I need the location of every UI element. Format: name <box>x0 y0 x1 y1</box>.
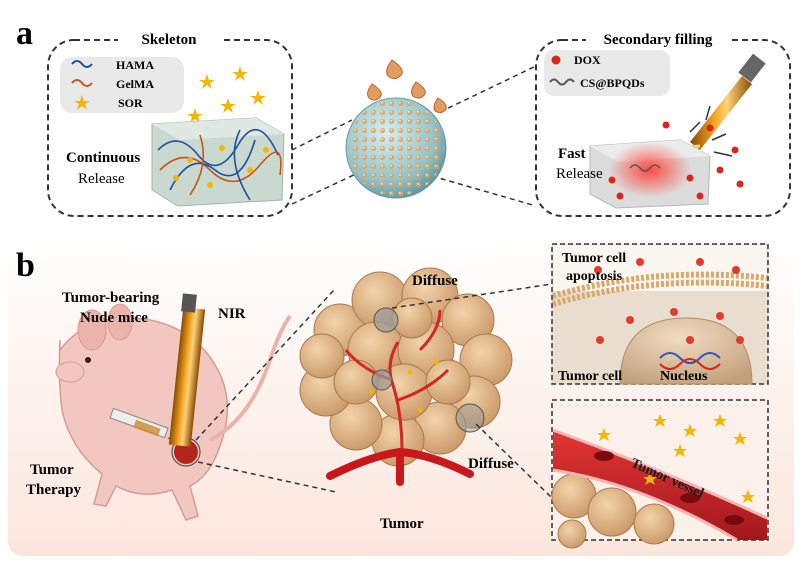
secondary-title: Secondary filling <box>604 32 713 48</box>
star-icon <box>74 95 90 110</box>
secondary-legend <box>544 50 670 96</box>
diffuse-bottom-label: Diffuse <box>468 456 514 472</box>
connector-line <box>197 461 337 493</box>
skeleton-box: Skeleton HAMA GelMA SOR <box>47 30 293 217</box>
legend-hama: HAMA <box>116 58 154 72</box>
gel-cube-heated <box>589 105 744 209</box>
wave-icon <box>549 78 575 86</box>
legend-gelma: GelMA <box>116 77 154 91</box>
tumor-cluster <box>299 267 513 486</box>
release-label: Release <box>78 171 125 187</box>
therapy-label-2: Therapy <box>26 482 82 498</box>
legend-dox: DOX <box>574 53 601 67</box>
skeleton-legend <box>60 57 184 113</box>
panel-a-letter: a <box>16 15 33 52</box>
connector-line <box>291 119 353 151</box>
skeleton-title: Skeleton <box>141 32 197 48</box>
tumor-cell-label: Tumor cell <box>558 369 622 384</box>
panel-b-letter: b <box>16 247 35 284</box>
fast-label: Fast <box>558 146 586 162</box>
connector-line <box>291 171 361 205</box>
apoptosis-label-1: Tumor cell <box>562 251 626 266</box>
nir-label: NIR <box>218 306 246 322</box>
hydrogel-block <box>151 117 285 207</box>
therapy-label-1: Tumor <box>30 462 74 478</box>
diffuse-top-label: Diffuse <box>412 273 458 289</box>
connector-line <box>195 289 335 441</box>
tumor-site <box>174 440 198 464</box>
microsphere <box>345 59 447 199</box>
wave-icon <box>71 60 93 68</box>
fast-release-label: Release <box>556 166 603 182</box>
wave-icon <box>71 79 93 87</box>
nucleus-label: Nucleus <box>660 369 708 384</box>
tumor-label: Tumor <box>380 516 424 532</box>
continuous-label: Continuous <box>66 150 140 166</box>
mouse-label-2: Nude mice <box>80 310 148 326</box>
mouse-label-1: Tumor-bearing <box>62 290 160 306</box>
connector-line <box>431 175 537 207</box>
sor-stars <box>187 66 266 123</box>
nir-fiber-b <box>168 293 206 447</box>
dot-icon <box>551 55 561 65</box>
inset-tumor-vessel: Tumor vessel <box>551 399 769 549</box>
secondary-filling-box: Secondary filling DOX CS@BPQDs <box>535 30 791 217</box>
apoptosis-label-2: apoptosis <box>566 269 623 284</box>
legend-sor: SOR <box>118 96 143 110</box>
inset-tumor-cell: Tumor cell apoptosis Tumor cell Nucleus <box>551 243 769 385</box>
connector-line <box>439 65 537 113</box>
legend-csbpqds: CS@BPQDs <box>580 76 645 90</box>
